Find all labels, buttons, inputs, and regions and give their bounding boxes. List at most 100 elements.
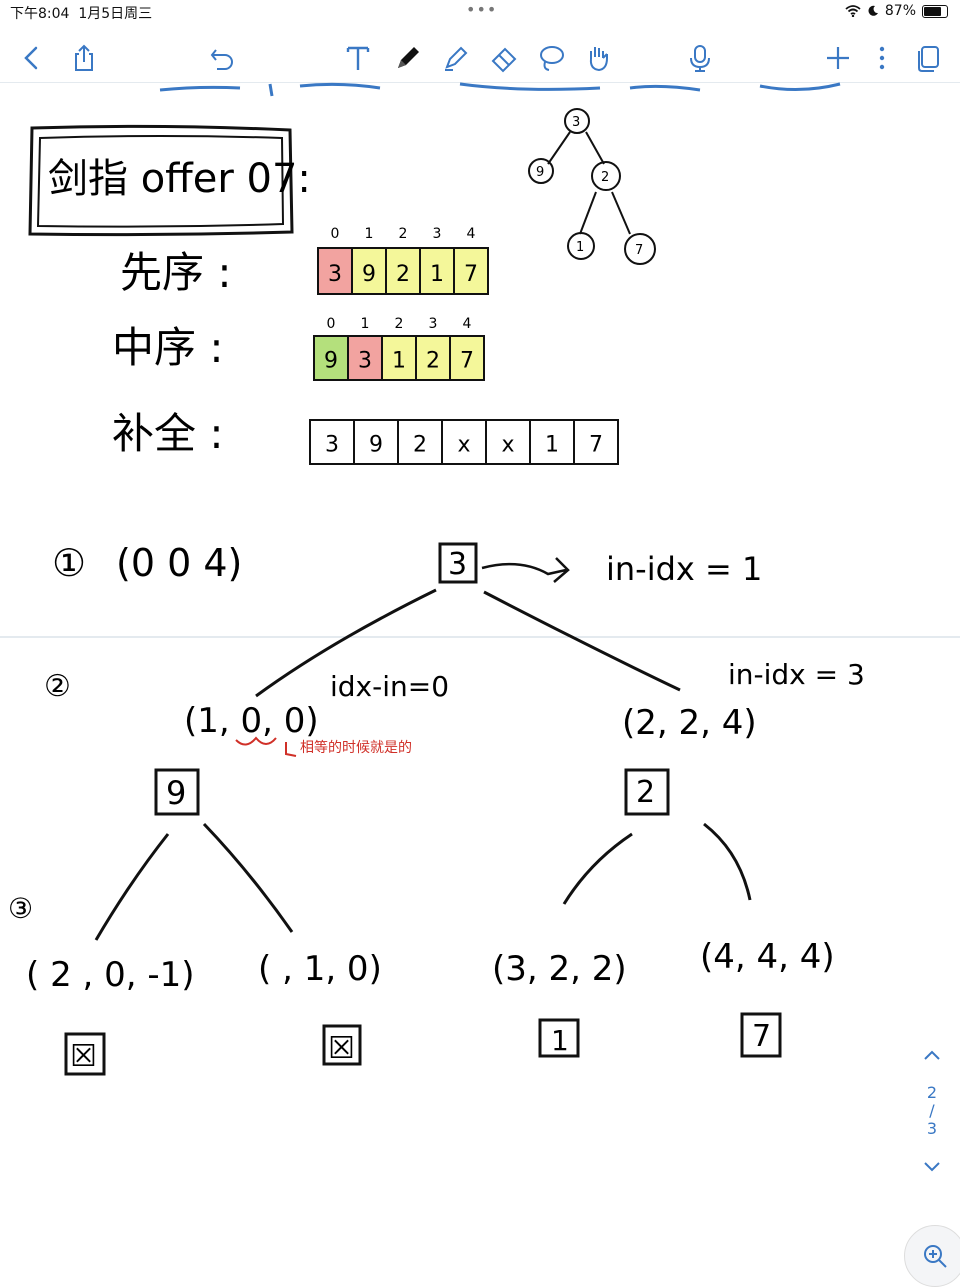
- array-cell-value: 1: [430, 262, 444, 287]
- array-cell: [347, 335, 383, 381]
- array-index: 1: [365, 226, 374, 242]
- step2-right-call: (2, 2, 4): [622, 703, 757, 743]
- undo-icon[interactable]: [204, 40, 240, 76]
- array-cell-value: 7: [589, 433, 603, 458]
- array-cell-value: 3: [358, 349, 372, 374]
- inorder-label: 中序 :: [112, 323, 224, 372]
- array-cell-value: 1: [392, 349, 406, 374]
- add-page-icon[interactable]: [820, 40, 856, 76]
- back-icon[interactable]: [14, 40, 50, 76]
- step3-call: (3, 2, 2): [492, 949, 627, 989]
- array-index: 0: [327, 316, 336, 332]
- leaf-box: [538, 1018, 580, 1058]
- total-pages: 3: [926, 1119, 938, 1138]
- node-box: [154, 768, 200, 816]
- zoom-button[interactable]: [904, 1225, 960, 1287]
- tree-edge: [562, 832, 633, 905]
- null-box: [322, 1024, 362, 1066]
- node-box-value: 2: [636, 775, 655, 810]
- status-bar: 下午8:04 1月5日周三 ••• 87%: [0, 0, 960, 24]
- title-box: [28, 124, 294, 237]
- leaf-box: [740, 1012, 782, 1058]
- step1-number: ①: [52, 541, 86, 585]
- red-underline: [235, 736, 277, 746]
- red-arrow-icon: [285, 742, 297, 757]
- null-box-value: ☒: [70, 1039, 97, 1074]
- array-index: 2: [395, 316, 404, 332]
- tree-node: 3: [572, 115, 580, 130]
- array-cell: [381, 335, 417, 381]
- array-index: 3: [429, 316, 438, 332]
- red-annotation: 相等的时候就是的: [300, 739, 412, 756]
- next-page-button[interactable]: [912, 1152, 952, 1182]
- multitasking-dots-icon[interactable]: •••: [466, 0, 498, 19]
- node-box: [624, 768, 670, 816]
- pages-icon[interactable]: [910, 40, 946, 76]
- chevron-up-icon: [924, 1050, 940, 1060]
- array-cell: [317, 247, 353, 295]
- page-navigator: 2 / 3: [912, 1040, 952, 1190]
- array-index: 1: [361, 316, 370, 332]
- tree-edge: [202, 822, 294, 933]
- root-box: [438, 542, 478, 584]
- step2-number: ②: [44, 669, 71, 704]
- tree-node: 2: [601, 170, 609, 185]
- array-cell: [385, 247, 421, 295]
- step3-call: ( 2 , 0, -1): [26, 955, 195, 995]
- array-cell-value: 9: [369, 433, 383, 458]
- array-index: 4: [467, 226, 476, 242]
- pen-tool-icon[interactable]: [390, 40, 426, 76]
- current-page: 2: [926, 1083, 938, 1102]
- array-cell-value: x: [501, 433, 514, 458]
- battery-icon: [922, 4, 948, 18]
- leaf-box-value: 7: [752, 1019, 771, 1054]
- microphone-icon[interactable]: [682, 40, 718, 76]
- leaf-box-value: 1: [551, 1024, 569, 1057]
- small-tree: [528, 108, 656, 265]
- eraser-tool-icon[interactable]: [486, 40, 522, 76]
- lasso-tool-icon[interactable]: [534, 40, 570, 76]
- preorder-label: 先序 :: [120, 248, 232, 297]
- tree-edge: [94, 833, 170, 941]
- node-box-value: 9: [166, 774, 186, 812]
- highlighter-tool-icon[interactable]: [438, 40, 474, 76]
- null-box: [64, 1032, 106, 1076]
- step3-call: (4, 4, 4): [700, 937, 835, 977]
- array-cell-value: 2: [396, 262, 410, 287]
- array-index: 3: [433, 226, 442, 242]
- battery-percent: 87%: [884, 3, 916, 19]
- step2-right-note: in-idx = 3: [728, 658, 865, 691]
- moon-icon: [868, 5, 878, 16]
- array-cell-value: x: [457, 433, 470, 458]
- chevron-down-icon: [924, 1162, 940, 1172]
- previous-page-button[interactable]: [912, 1040, 952, 1070]
- arrow-icon: [481, 557, 570, 583]
- array-cell: [449, 335, 485, 381]
- cutoff-ink: [159, 82, 841, 97]
- tree-edge: [703, 822, 752, 901]
- hand-tool-icon[interactable]: [580, 40, 616, 76]
- tree-node: 1: [576, 240, 584, 255]
- complete-label: 补全 :: [112, 409, 224, 458]
- array-cell-value: 7: [464, 262, 478, 287]
- text-tool-icon[interactable]: [340, 40, 376, 76]
- step1-call: (0 0 4): [116, 541, 242, 585]
- more-icon[interactable]: [864, 40, 900, 76]
- status-time: 下午8:04: [10, 6, 70, 22]
- root-note: in-idx = 1: [606, 550, 762, 588]
- toolbar: [0, 30, 960, 82]
- tree-node: 7: [635, 243, 643, 258]
- array-cell-value: 1: [545, 433, 559, 458]
- array-cell-value: 9: [362, 262, 376, 287]
- array-cell-value: 3: [328, 262, 342, 287]
- array-index: 4: [463, 316, 472, 332]
- array-index: 0: [331, 226, 340, 242]
- share-icon[interactable]: [66, 40, 102, 76]
- array-cell-value: 7: [460, 349, 474, 374]
- array-cell: [313, 335, 349, 381]
- array-cell: [453, 247, 489, 295]
- zoom-in-icon: [924, 1245, 947, 1268]
- tree-node: 9: [536, 165, 544, 180]
